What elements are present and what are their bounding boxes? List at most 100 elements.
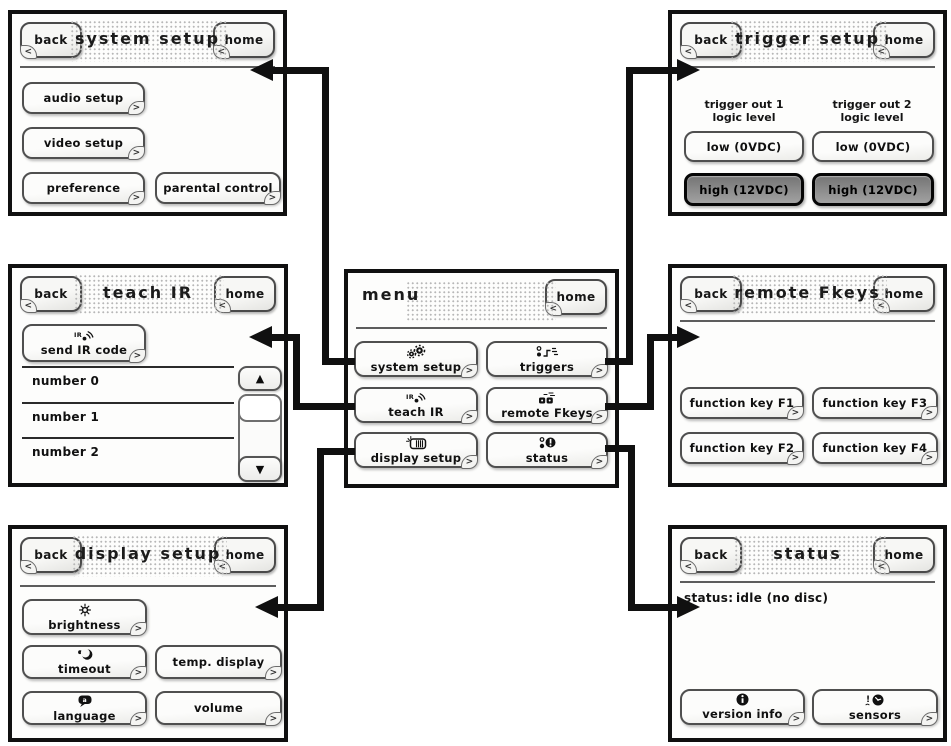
trigger1-high-button[interactable]: high (12VDC)	[684, 173, 804, 206]
scrollbar-thumb[interactable]	[238, 394, 282, 422]
display-icon	[404, 435, 428, 450]
home-label: home	[884, 33, 924, 47]
button-label: send IR code	[40, 342, 128, 357]
parental-control-button[interactable]: parental control >	[155, 172, 281, 205]
trigger2-high-button[interactable]: high (12VDC)	[812, 173, 934, 206]
list-separator	[22, 437, 234, 439]
button-label: high (12VDC)	[828, 182, 918, 197]
halftone-texture	[70, 20, 228, 62]
halftone-texture	[730, 20, 888, 62]
menu-item-display-setup[interactable]: display setup >	[354, 432, 478, 469]
timeout-button[interactable]: timeout >	[22, 645, 147, 680]
back-label: back	[34, 548, 68, 562]
caption-line: trigger out 2	[832, 98, 912, 111]
brightness-button[interactable]: brightness >	[22, 599, 147, 636]
button-label: temp. display	[172, 655, 265, 669]
header-divider	[20, 585, 276, 587]
button-label: video setup	[43, 136, 124, 150]
gears-icon	[405, 344, 427, 359]
next-fold-icon: >	[128, 191, 145, 205]
back-fold-icon: <	[680, 560, 697, 574]
ir-signal-icon: IR	[73, 330, 95, 342]
preference-button[interactable]: preference >	[22, 172, 145, 205]
next-fold-icon: >	[921, 406, 938, 420]
list-item[interactable]: number 1	[32, 410, 100, 424]
function-key-f2-button[interactable]: function key F2 >	[680, 432, 804, 465]
video-setup-button[interactable]: video setup >	[22, 127, 145, 160]
button-label: system setup	[370, 360, 462, 374]
list-item[interactable]: number 2	[32, 445, 100, 459]
caption-line: logic level	[712, 111, 776, 124]
back-label: back	[34, 287, 68, 301]
back-fold-icon: <	[680, 45, 697, 59]
panel-system-setup: back < system setup home < audio setup >…	[8, 10, 287, 216]
back-button[interactable]: back <	[20, 276, 82, 313]
next-fold-icon: >	[128, 146, 145, 160]
trigger1-low-button[interactable]: low (0VDC)	[684, 131, 804, 162]
button-label: language	[53, 708, 116, 723]
back-button[interactable]: back <	[680, 537, 742, 574]
button-label: function key F2	[689, 441, 795, 455]
button-label: audio setup	[43, 91, 124, 105]
page-title: teach IR	[102, 283, 194, 302]
button-label: triggers	[519, 359, 575, 374]
page-title: menu	[362, 285, 421, 304]
panel-menu: menu home < system setup >	[344, 269, 619, 488]
home-label: home	[884, 548, 924, 562]
list-item[interactable]: number 0	[32, 374, 100, 388]
next-fold-icon: >	[264, 191, 281, 205]
back-fold-icon: <	[20, 45, 37, 59]
home-label: home	[556, 290, 596, 304]
next-fold-icon: >	[788, 712, 805, 726]
panel-remote-fkeys: back < remote Fkeys home < function key …	[668, 264, 947, 487]
audio-setup-button[interactable]: audio setup >	[22, 82, 145, 115]
arrowhead-right-icon	[677, 326, 700, 348]
next-fold-icon: >	[591, 364, 608, 378]
send-ir-code-button[interactable]: IR send IR code >	[22, 324, 146, 363]
sensors-gauge-icon: !	[864, 693, 886, 707]
svg-text:!: !	[866, 695, 870, 705]
menu-item-teach-ir[interactable]: IR teach IR >	[354, 387, 478, 424]
scroll-up-button[interactable]: ▲	[238, 366, 282, 391]
button-label: high (12VDC)	[699, 182, 789, 197]
caption-line: trigger out 1	[704, 98, 784, 111]
panel-display-setup: back < display setup home < brightness >	[8, 525, 288, 742]
temp-display-button[interactable]: temp. display >	[155, 645, 282, 680]
menu-item-system-setup[interactable]: system setup >	[354, 341, 478, 378]
function-key-f3-button[interactable]: function key F3 >	[812, 387, 938, 420]
back-fold-icon: <	[20, 299, 37, 313]
halftone-texture	[74, 274, 224, 314]
button-label: function key F1	[689, 396, 795, 410]
function-key-f1-button[interactable]: function key F1 >	[680, 387, 804, 420]
button-label: function key F3	[822, 396, 928, 410]
next-fold-icon: >	[130, 712, 147, 726]
speech-bubble-icon: a	[76, 694, 94, 708]
next-fold-icon: >	[591, 410, 608, 424]
next-fold-icon: >	[130, 666, 147, 680]
back-button[interactable]: back <	[20, 537, 82, 574]
scroll-down-button[interactable]: ▼	[238, 456, 282, 482]
header-divider	[680, 320, 935, 322]
language-button[interactable]: a language >	[22, 691, 147, 726]
menu-item-triggers[interactable]: triggers >	[486, 341, 608, 378]
home-label: home	[225, 287, 265, 301]
list-separator	[22, 366, 234, 368]
button-label: brightness	[48, 617, 121, 632]
sensors-button[interactable]: ! sensors >	[812, 689, 938, 726]
menu-item-status[interactable]: status >	[486, 432, 608, 469]
menu-item-remote-fkeys[interactable]: remote Fkeys >	[486, 387, 608, 424]
next-fold-icon: >	[265, 712, 282, 726]
next-fold-icon: >	[921, 712, 938, 726]
back-label: back	[694, 33, 728, 47]
button-label: preference	[46, 181, 121, 195]
next-fold-icon: >	[787, 451, 804, 465]
button-label: timeout	[58, 662, 111, 676]
arrowhead-left-icon	[249, 326, 272, 348]
function-key-f4-button[interactable]: function key F4 >	[812, 432, 938, 465]
next-fold-icon: >	[129, 349, 146, 363]
up-arrow-icon: ▲	[255, 372, 265, 385]
volume-button[interactable]: volume >	[155, 691, 282, 726]
next-fold-icon: >	[130, 622, 147, 636]
version-info-button[interactable]: version info >	[680, 689, 805, 726]
trigger2-low-button[interactable]: low (0VDC)	[812, 131, 934, 162]
